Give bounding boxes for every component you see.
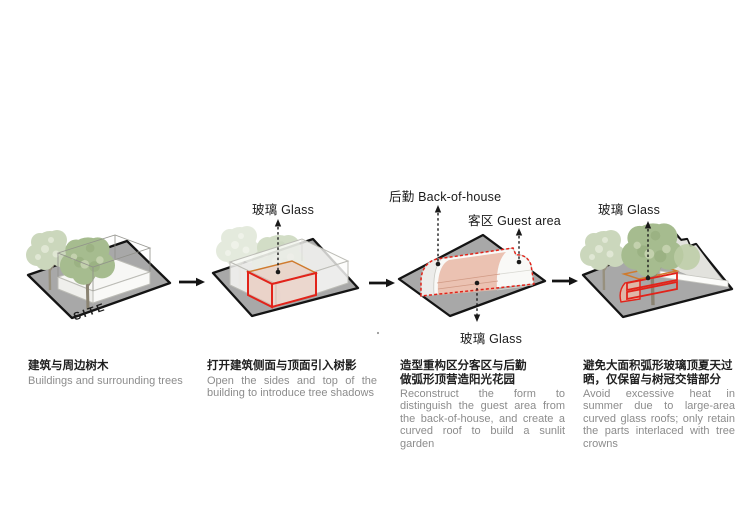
caption-zh: 建筑与周边树木 xyxy=(28,360,109,372)
caption-zh: 避免大面积弧形玻璃顶夏天过 xyxy=(583,360,733,372)
tree-icon xyxy=(674,244,700,270)
caption-en: Buildings and surrounding trees xyxy=(28,374,183,387)
flow-arrow-icon xyxy=(369,278,395,288)
caption-zh: 造型重构区分客区与后勤 xyxy=(400,360,527,372)
caption-open-box: 打开建筑侧面与顶面引入树影 Open the sides and top of … xyxy=(207,360,377,399)
back-of-house-label: 后勤 Back-of-house xyxy=(389,190,502,204)
caption-en: Reconstruct the form to distinguish the … xyxy=(400,388,565,450)
caption-retained-glass: 避免大面积弧形玻璃顶夏天过 晒，仅保留与树冠交错部分 Avoid excessi… xyxy=(583,360,735,450)
red-dashed-outline xyxy=(420,247,535,297)
boh-callout-arrow xyxy=(434,205,442,267)
panel-retained-glass xyxy=(578,221,734,319)
retained-glass-bands xyxy=(626,271,678,301)
caption-zh: 做弧形顶营造阳光花园 xyxy=(400,373,515,386)
glass-label-panel2: 玻璃 Glass xyxy=(252,203,315,217)
flow-arrow-icon xyxy=(552,276,578,286)
panel-site xyxy=(24,228,172,320)
caption-site: 建筑与周边树木 Buildings and surrounding trees xyxy=(28,360,198,387)
caption-en: Open the sides and top of the building t… xyxy=(207,374,377,399)
panel-curved-roof xyxy=(397,205,547,322)
caption-zh: 打开建筑侧面与顶面引入树影 xyxy=(207,360,357,372)
flow-arrow-icon xyxy=(179,277,205,287)
guest-area-label: 客区 Guest area xyxy=(468,214,561,228)
caption-curved-roof: 造型重构区分客区与后勤 做弧形顶营造阳光花园 Reconstruct the f… xyxy=(400,360,565,450)
glass-roof-section xyxy=(437,252,506,295)
glass-label-panel3: 玻璃 Glass xyxy=(460,332,523,346)
panel-open-box xyxy=(211,219,360,318)
caption-zh: 晒，仅保留与树冠交错部分 xyxy=(583,373,721,386)
guest-callout-arrow xyxy=(515,228,523,265)
glass-callout-arrow xyxy=(644,221,652,281)
glass-callout-arrow xyxy=(274,219,282,275)
glass-label-panel4: 玻璃 Glass xyxy=(598,203,661,217)
glass-callout-arrow xyxy=(473,280,481,322)
curved-building xyxy=(420,247,535,297)
caption-en: Avoid excessive heat in summer due to la… xyxy=(583,388,735,450)
stray-mark xyxy=(376,331,380,335)
building-wireframe xyxy=(56,234,152,291)
